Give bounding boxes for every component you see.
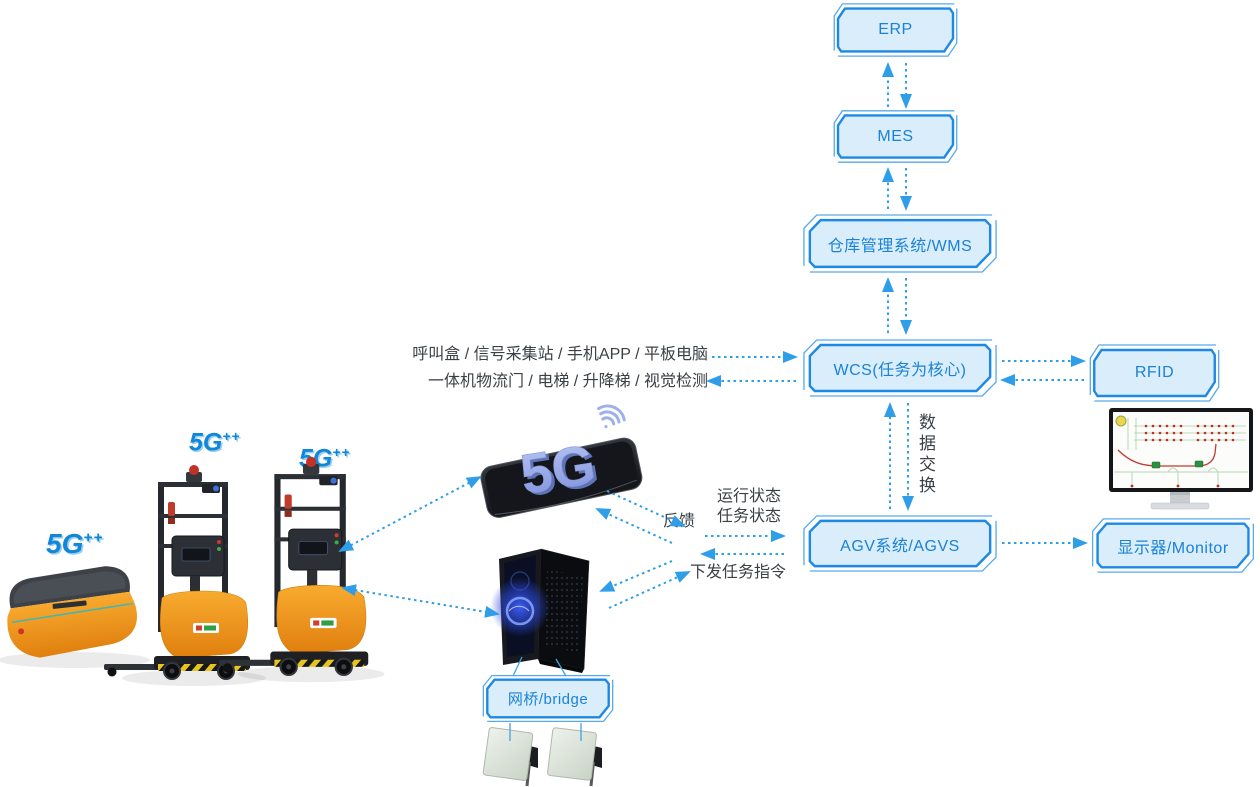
agv-robots-illustration <box>0 455 386 687</box>
peripherals-label-line1: 呼叫盒 / 信号采集站 / 手机APP / 平板电脑 <box>412 346 708 363</box>
5g-badge-1-plus: ++ <box>83 529 104 547</box>
5g-badge-2-plus: ++ <box>222 429 241 444</box>
node-wcs-label: WCS(任务为核心) <box>833 362 967 379</box>
5g-badge-2: 5G++ <box>189 430 240 455</box>
task-status-label: 任务状态 <box>717 508 782 525</box>
node-bridge-label: 网桥/bridge <box>507 691 589 708</box>
node-wms: 仓库管理系统/WMS <box>802 213 998 274</box>
phone-5g-text: 5G <box>516 432 600 506</box>
node-mes: MES <box>833 109 958 164</box>
peripherals-label-line2: 一体机物流门 / 电梯 / 升降梯 / 视觉检测 <box>427 373 708 390</box>
pc-tower-illustration <box>490 548 590 673</box>
node-agvs-label: AGV系统/AGVS <box>840 537 960 555</box>
monitor-illustration <box>1109 408 1253 510</box>
antenna-panels-illustration <box>482 727 602 787</box>
node-erp: ERP <box>833 2 958 58</box>
feedback-label: 反馈 <box>663 513 696 530</box>
5g-badge-3-plus: ++ <box>332 445 351 460</box>
dispatch-command-label: 下发任务指令 <box>690 564 787 581</box>
node-wcs: WCS(任务为核心) <box>802 338 998 398</box>
node-bridge: 网桥/bridge <box>482 674 614 723</box>
node-wms-label: 仓库管理系统/WMS <box>827 237 973 255</box>
node-rfid: RFID <box>1089 343 1220 403</box>
5g-badge-1: 5G++ <box>46 530 103 558</box>
node-agvs: AGV系统/AGVS <box>802 514 998 573</box>
node-mes-label: MES <box>877 127 914 145</box>
running-status-label: 运行状态 <box>717 488 782 505</box>
5g-phone-illustration: 5G 5G <box>480 404 643 518</box>
data-exchange-label: 数据交换 <box>916 413 935 497</box>
phone-5g-shadow-text: 5G <box>519 434 603 508</box>
node-monitor: 显示器/Monitor <box>1091 517 1255 574</box>
node-monitor-label: 显示器/Monitor <box>1117 539 1229 557</box>
wifi-waves-icon <box>597 404 626 429</box>
node-rfid-label: RFID <box>1134 364 1175 381</box>
5g-badge-1-text: 5G <box>46 528 84 559</box>
node-erp-label: ERP <box>878 21 913 38</box>
5g-badge-2-text: 5G <box>189 428 223 457</box>
